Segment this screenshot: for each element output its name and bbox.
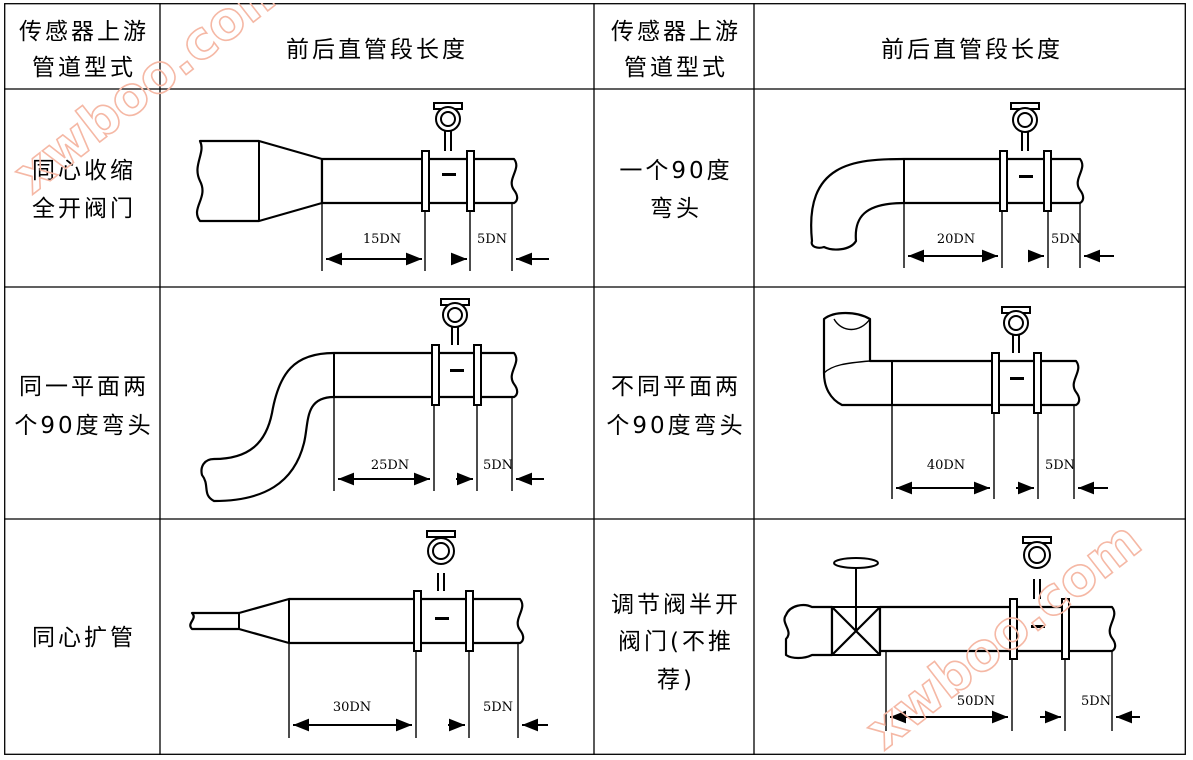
diagram-concentric-reducer: 15DN 5DN [195, 102, 549, 271]
diagram-control-valve-half-open: 50DN 5DN [783, 536, 1140, 731]
diagram-single-90-elbow: 20DN 5DN [810, 102, 1114, 268]
dim-upstream-15dn: 15DN [363, 232, 401, 247]
header-col1-line2: 管道型式 [32, 55, 136, 81]
label-r2-left-line1: 同一平面两 [19, 374, 149, 400]
dim-upstream-50dn: 50DN [957, 694, 995, 709]
row-labels: 同心收缩 全开阀门 一个90度 弯头 同一平面两 个90度弯头 不同平面两 个9… [14, 158, 745, 693]
label-r3-right-line3: 荐) [657, 667, 695, 693]
table-grid [4, 3, 1186, 755]
label-r1-right-line1: 一个90度 [619, 158, 732, 184]
label-r1-right-line2: 弯头 [650, 196, 702, 222]
dim-downstream-5dn-r1-right: 5DN [1051, 232, 1081, 247]
dim-downstream-5dn-r2-right: 5DN [1045, 458, 1075, 473]
table-header: 传感器上游 管道型式 前后直管段长度 传感器上游 管道型式 前后直管段长度 [19, 19, 1063, 81]
dim-upstream-20dn: 20DN [937, 232, 975, 247]
dim-downstream-5dn-r1-left: 5DN [477, 232, 507, 247]
label-r2-right-line1: 不同平面两 [611, 374, 741, 400]
header-col3-line1: 传感器上游 [611, 19, 741, 45]
dim-upstream-30dn: 30DN [333, 700, 371, 715]
header-col3-line2: 管道型式 [624, 55, 728, 81]
diagram-two-elbows-same-plane: 25DN 5DN [200, 298, 544, 503]
label-r2-right-line2: 个90度弯头 [606, 413, 745, 439]
header-col4: 前后直管段长度 [881, 37, 1063, 63]
dim-upstream-40dn: 40DN [927, 458, 965, 473]
label-r2-left-line2: 个90度弯头 [14, 413, 153, 439]
label-r1-left-line1: 同心收缩 [32, 158, 136, 184]
header-col2: 前后直管段长度 [286, 37, 468, 63]
label-r1-left-line2: 全开阀门 [32, 196, 136, 222]
label-r3-right-line2: 阀门(不推 [618, 629, 734, 655]
dim-downstream-5dn-r2-left: 5DN [483, 458, 513, 473]
header-col1-line1: 传感器上游 [19, 19, 149, 45]
dim-downstream-5dn-r3-right: 5DN [1081, 694, 1111, 709]
diagram-two-elbows-different-plane: 40DN 5DN [822, 306, 1108, 499]
diagram-concentric-expander: 30DN 5DN [189, 530, 548, 738]
dim-upstream-25dn: 25DN [371, 458, 409, 473]
label-r3-right-line1: 调节阀半开 [611, 592, 741, 618]
dim-downstream-5dn-r3-left: 5DN [483, 700, 513, 715]
label-r3-left-line1: 同心扩管 [32, 625, 136, 651]
piping-requirements-table: 传感器上游 管道型式 前后直管段长度 传感器上游 管道型式 前后直管段长度 同心… [4, 3, 1186, 755]
